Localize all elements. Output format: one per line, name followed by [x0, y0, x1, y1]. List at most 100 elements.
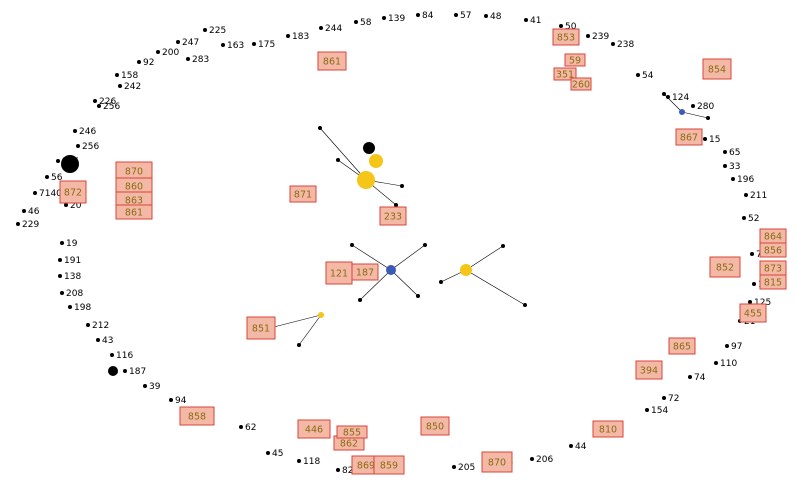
box-label: 870	[488, 458, 506, 469]
node-dot	[416, 294, 420, 298]
node-dot	[252, 42, 256, 46]
node-label: 247	[182, 38, 199, 48]
node-dot	[611, 42, 615, 46]
edge	[465, 245, 504, 271]
node-label: 198	[74, 303, 91, 313]
edge	[465, 269, 526, 306]
node-dot	[530, 457, 534, 461]
node-dot	[73, 129, 77, 133]
node-label: 45	[272, 449, 283, 459]
node-dot	[750, 252, 754, 256]
box-label: 850	[426, 422, 444, 433]
node-label: 238	[617, 40, 634, 50]
node-box	[246, 316, 276, 340]
node-dot	[586, 34, 590, 38]
box-label: 861	[323, 57, 341, 68]
node-label: 39	[149, 382, 161, 392]
node-dot	[97, 104, 101, 108]
node-box	[675, 128, 703, 146]
node-label: 211	[750, 191, 767, 201]
node-box	[481, 451, 513, 473]
node-label: 239	[592, 32, 609, 42]
node-dot	[454, 13, 458, 17]
node-dot	[297, 343, 301, 347]
node-label: 74	[694, 373, 706, 383]
box-label: 59	[569, 56, 581, 67]
node-box	[635, 360, 663, 380]
node-label: 154	[651, 406, 668, 416]
node-dot	[239, 425, 243, 429]
node-label: 206	[536, 455, 553, 465]
node-label: 256	[103, 102, 120, 112]
edge	[351, 244, 392, 271]
node-box	[709, 256, 741, 278]
box-label: 859	[380, 461, 398, 472]
node-label: 56	[51, 173, 63, 183]
node-dot	[318, 126, 322, 130]
box-label: 854	[708, 65, 726, 76]
node-label: 256	[82, 142, 99, 152]
hub-node	[318, 312, 324, 318]
node-dot	[752, 282, 756, 286]
node-dot	[350, 243, 354, 247]
node-dot	[394, 203, 398, 207]
node-label: 54	[642, 71, 654, 81]
node-label: 52	[748, 214, 759, 224]
node-box	[336, 425, 368, 439]
node-dot	[423, 243, 427, 247]
node-box	[564, 53, 586, 67]
node-box	[351, 263, 379, 281]
node-dot	[452, 465, 456, 469]
hub-node	[679, 109, 685, 115]
node-dot	[523, 303, 527, 307]
node-dot	[266, 451, 270, 455]
node-dot	[64, 203, 68, 207]
node-dot	[58, 258, 62, 262]
node-label: 244	[325, 24, 342, 34]
node-dot	[416, 13, 420, 17]
node-label: 212	[92, 321, 109, 331]
node-dot	[286, 34, 290, 38]
node-dot	[723, 164, 727, 168]
node-dot	[723, 150, 727, 154]
node-dot	[221, 43, 225, 47]
node-dot	[60, 241, 64, 245]
node-label: 7140	[39, 189, 62, 199]
box-label: 865	[673, 342, 691, 353]
node-dot	[58, 274, 62, 278]
node-label: 62	[245, 423, 256, 433]
box-label: 873	[764, 264, 782, 275]
node-label: 19	[66, 239, 78, 249]
node-dot	[143, 384, 147, 388]
node-layer: 2252472001582262462655671404622992242256…	[16, 11, 775, 476]
node-box	[759, 242, 787, 258]
node-label: 44	[575, 442, 587, 452]
large-node	[61, 155, 79, 173]
large-node	[108, 366, 118, 376]
box-label: 815	[764, 278, 782, 289]
box-label: 233	[384, 212, 402, 223]
node-dot	[68, 305, 72, 309]
node-dot	[169, 398, 173, 402]
node-box	[553, 67, 577, 81]
box-label: 260	[572, 80, 590, 91]
box-label: 851	[252, 324, 270, 335]
node-label: 205	[458, 463, 475, 473]
node-dot	[688, 375, 692, 379]
node-dot	[156, 50, 160, 54]
node-dot	[691, 104, 695, 108]
box-label: 852	[716, 263, 734, 274]
box-label: 446	[305, 425, 323, 436]
node-label: 158	[121, 71, 138, 81]
node-label: 97	[731, 342, 742, 352]
node-dot	[706, 116, 710, 120]
node-dot	[524, 18, 528, 22]
node-label: 280	[697, 102, 714, 112]
node-dot	[569, 444, 573, 448]
box-label: 871	[294, 190, 312, 201]
node-dot	[703, 137, 707, 141]
node-box	[179, 406, 215, 426]
node-dot	[93, 99, 97, 103]
node-label: 84	[422, 11, 434, 21]
box-label: 187	[356, 268, 374, 279]
